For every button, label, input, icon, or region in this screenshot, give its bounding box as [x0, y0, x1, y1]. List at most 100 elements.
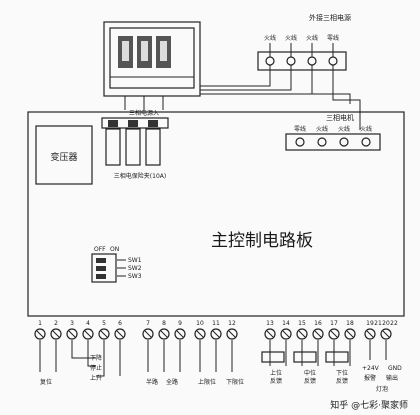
terminal-screw-19 — [364, 328, 376, 340]
terminal-slot-17 — [330, 330, 338, 338]
label-reset: 复位 — [40, 378, 52, 386]
motor-terminal-block — [285, 133, 381, 151]
terminal-slot-15 — [298, 330, 306, 338]
terminal-slot-14 — [282, 330, 290, 338]
terminal-number-7: 7 — [146, 320, 150, 327]
label-stop: 停止 — [90, 364, 102, 372]
motor-term-4: 火线 — [360, 125, 372, 133]
board-title: 主控制电路板 — [211, 231, 313, 251]
terminal-screw-8 — [158, 328, 170, 340]
label-top-feedback: 反馈 — [270, 377, 282, 385]
terminal-screw-12 — [226, 328, 238, 340]
terminal-screw-7 — [142, 328, 154, 340]
motor-term-2: 火线 — [316, 125, 328, 133]
terminal-slot-4 — [84, 330, 92, 338]
motor-term-1: 零线 — [294, 125, 306, 133]
terminal-number-2: 2 — [54, 320, 58, 327]
terminal-number-5: 5 — [102, 320, 106, 327]
transformer-label: 变压器 — [50, 151, 77, 163]
label-low-pos: 下位 — [336, 369, 348, 377]
dip-sw3: SW3 — [128, 273, 142, 280]
terminal-number-17: 17 — [330, 320, 338, 327]
terminal-number-22: 22 — [390, 320, 398, 327]
terminal-screw-20 — [380, 328, 392, 340]
label-low-feedback: 反馈 — [336, 377, 348, 385]
terminal-number-6: 6 — [118, 320, 122, 327]
terminal-number-14: 14 — [282, 320, 290, 327]
terminal-screw-15 — [296, 328, 308, 340]
label-bulb: 灯泡 — [376, 385, 388, 393]
terminal-slot-8 — [160, 330, 168, 338]
watermark: 知乎 @七彩·聚家师 — [330, 399, 408, 411]
terminal-slot-10 — [196, 330, 204, 338]
terminal-screw-2 — [50, 328, 62, 340]
terminal-screw-3 — [66, 328, 78, 340]
label-up: 上升 — [90, 374, 102, 382]
fuse-label: 三相电保险夹(10A) — [114, 172, 166, 180]
source-term-3: 火线 — [306, 34, 318, 42]
terminal-slot-7 — [144, 330, 152, 338]
terminal-number-16: 16 — [314, 320, 322, 327]
terminal-number-11: 11 — [212, 320, 220, 327]
fuse-holder — [101, 117, 169, 166]
label-gnd: GND — [388, 365, 402, 372]
source-term-2: 火线 — [285, 34, 297, 42]
terminal-screw-18 — [344, 328, 356, 340]
terminal-slot-5 — [100, 330, 108, 338]
label-full-open: 全路 — [166, 378, 178, 386]
dip-off-label: OFF — [94, 246, 106, 253]
label-half-open: 半路 — [146, 378, 158, 386]
terminal-number-15: 15 — [298, 320, 306, 327]
transformer — [35, 125, 93, 185]
motor-title: 三相电机 — [326, 113, 354, 122]
dip-switch — [91, 253, 126, 283]
terminal-slot-13 — [266, 330, 274, 338]
dip-sw2: SW2 — [128, 265, 142, 272]
terminal-slot-3 — [68, 330, 76, 338]
terminal-screw-14 — [280, 328, 292, 340]
terminal-slot-16 — [314, 330, 322, 338]
terminal-number-1: 1 — [38, 320, 42, 327]
terminal-slot-9 — [176, 330, 184, 338]
label-down: 下降 — [90, 354, 102, 362]
terminal-number-9: 9 — [178, 320, 182, 327]
terminal-screw-13 — [264, 328, 276, 340]
terminal-screw-4 — [82, 328, 94, 340]
label-mid-pos: 中位 — [304, 369, 316, 377]
label-up-limit: 上限位 — [198, 378, 216, 386]
terminal-screw-16 — [312, 328, 324, 340]
terminal-screw-5 — [98, 328, 110, 340]
terminal-slot-20 — [382, 330, 390, 338]
terminal-screw-10 — [194, 328, 206, 340]
terminal-number-10: 10 — [196, 320, 204, 327]
external-source-title: 外接三相电源 — [309, 13, 351, 22]
terminal-number-13: 13 — [266, 320, 274, 327]
label-alarm: 报警 — [364, 374, 376, 382]
terminal-number-21: 21 — [374, 320, 382, 327]
label-down-limit: 下限位 — [226, 378, 244, 386]
motor-term-3: 火线 — [338, 125, 350, 133]
terminal-number-18: 18 — [346, 320, 354, 327]
terminal-screw-6 — [114, 328, 126, 340]
fuse-header: 三相电源入 — [129, 109, 159, 117]
source-term-4: 零线 — [327, 34, 339, 42]
label-mid-feedback: 反馈 — [304, 377, 316, 385]
terminal-slot-18 — [346, 330, 354, 338]
terminal-slot-12 — [228, 330, 236, 338]
terminal-slot-6 — [116, 330, 124, 338]
label-top-pos: 上位 — [270, 369, 282, 377]
terminal-number-4: 4 — [86, 320, 90, 327]
terminal-slot-11 — [212, 330, 220, 338]
dip-sw1: SW1 — [128, 257, 142, 264]
terminal-screw-11 — [210, 328, 222, 340]
terminal-screw-1 — [34, 328, 46, 340]
label-24v: +24V — [362, 365, 380, 372]
terminal-number-3: 3 — [70, 320, 74, 327]
terminal-number-12: 12 — [228, 320, 236, 327]
terminal-number-19: 19 — [366, 320, 374, 327]
main-control-board — [27, 111, 405, 317]
terminal-screw-17 — [328, 328, 340, 340]
terminal-slot-2 — [52, 330, 60, 338]
